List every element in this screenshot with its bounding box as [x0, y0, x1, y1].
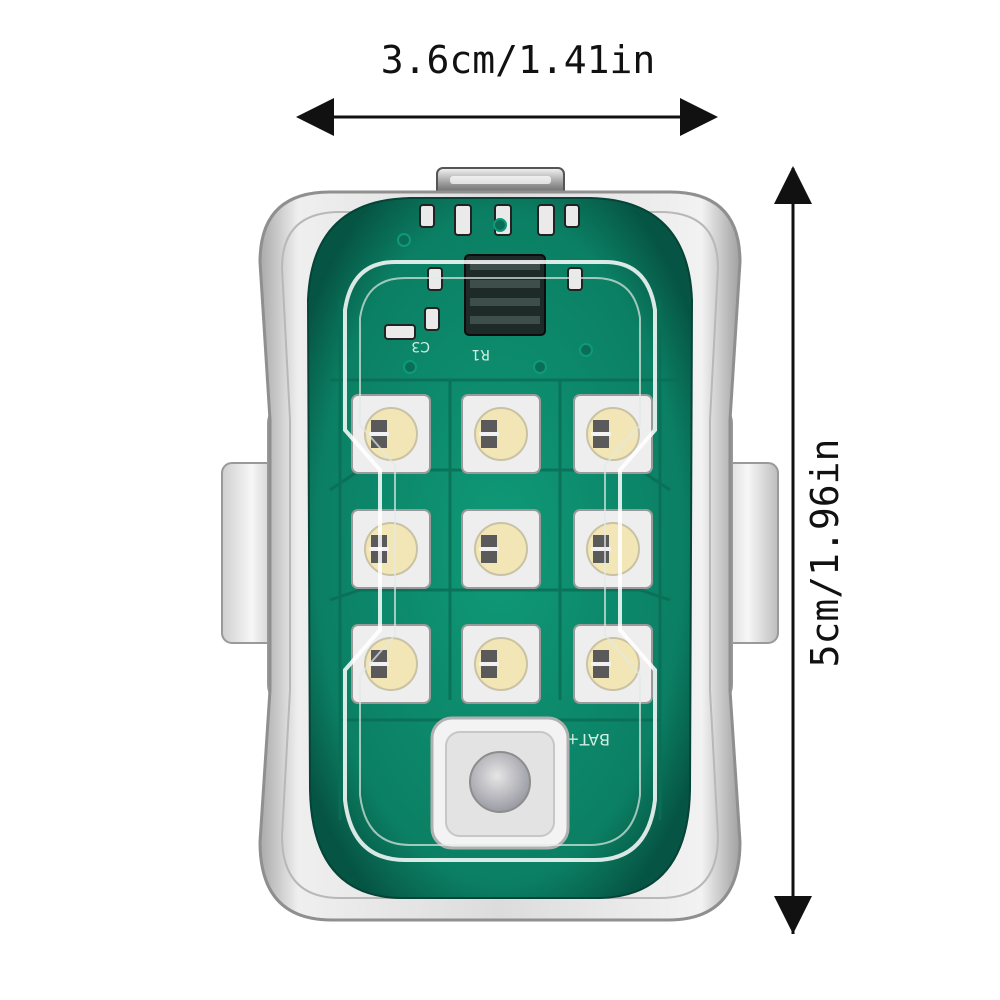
width-arrow-left-icon — [296, 98, 334, 136]
pcb-label-r1: R1 — [471, 346, 490, 362]
led-chip — [461, 394, 541, 474]
button-cap-icon — [469, 751, 531, 813]
width-dimension: 3.6cm/1.41in — [296, 38, 718, 136]
height-arrow-top-icon — [774, 166, 812, 204]
width-arrow-right-icon — [680, 98, 718, 136]
clear-lens — [343, 260, 657, 862]
led-chip — [351, 624, 431, 704]
pcb-label-battery: BAT+ — [566, 730, 610, 749]
width-label: 3.6cm/1.41in — [381, 38, 656, 82]
led-chip — [461, 509, 541, 589]
led-chip — [573, 624, 653, 704]
led-chip — [351, 509, 431, 589]
led-chip — [573, 509, 653, 589]
smd-components — [384, 204, 593, 374]
height-arrow-bottom-icon — [774, 896, 812, 934]
led-chip — [461, 624, 541, 704]
power-button — [430, 716, 570, 850]
led-grid — [351, 394, 653, 704]
pcb-label-c3: C3 — [411, 338, 430, 354]
height-dimension: 5cm/1.96in — [774, 166, 847, 934]
height-label: 5cm/1.96in — [803, 439, 847, 668]
